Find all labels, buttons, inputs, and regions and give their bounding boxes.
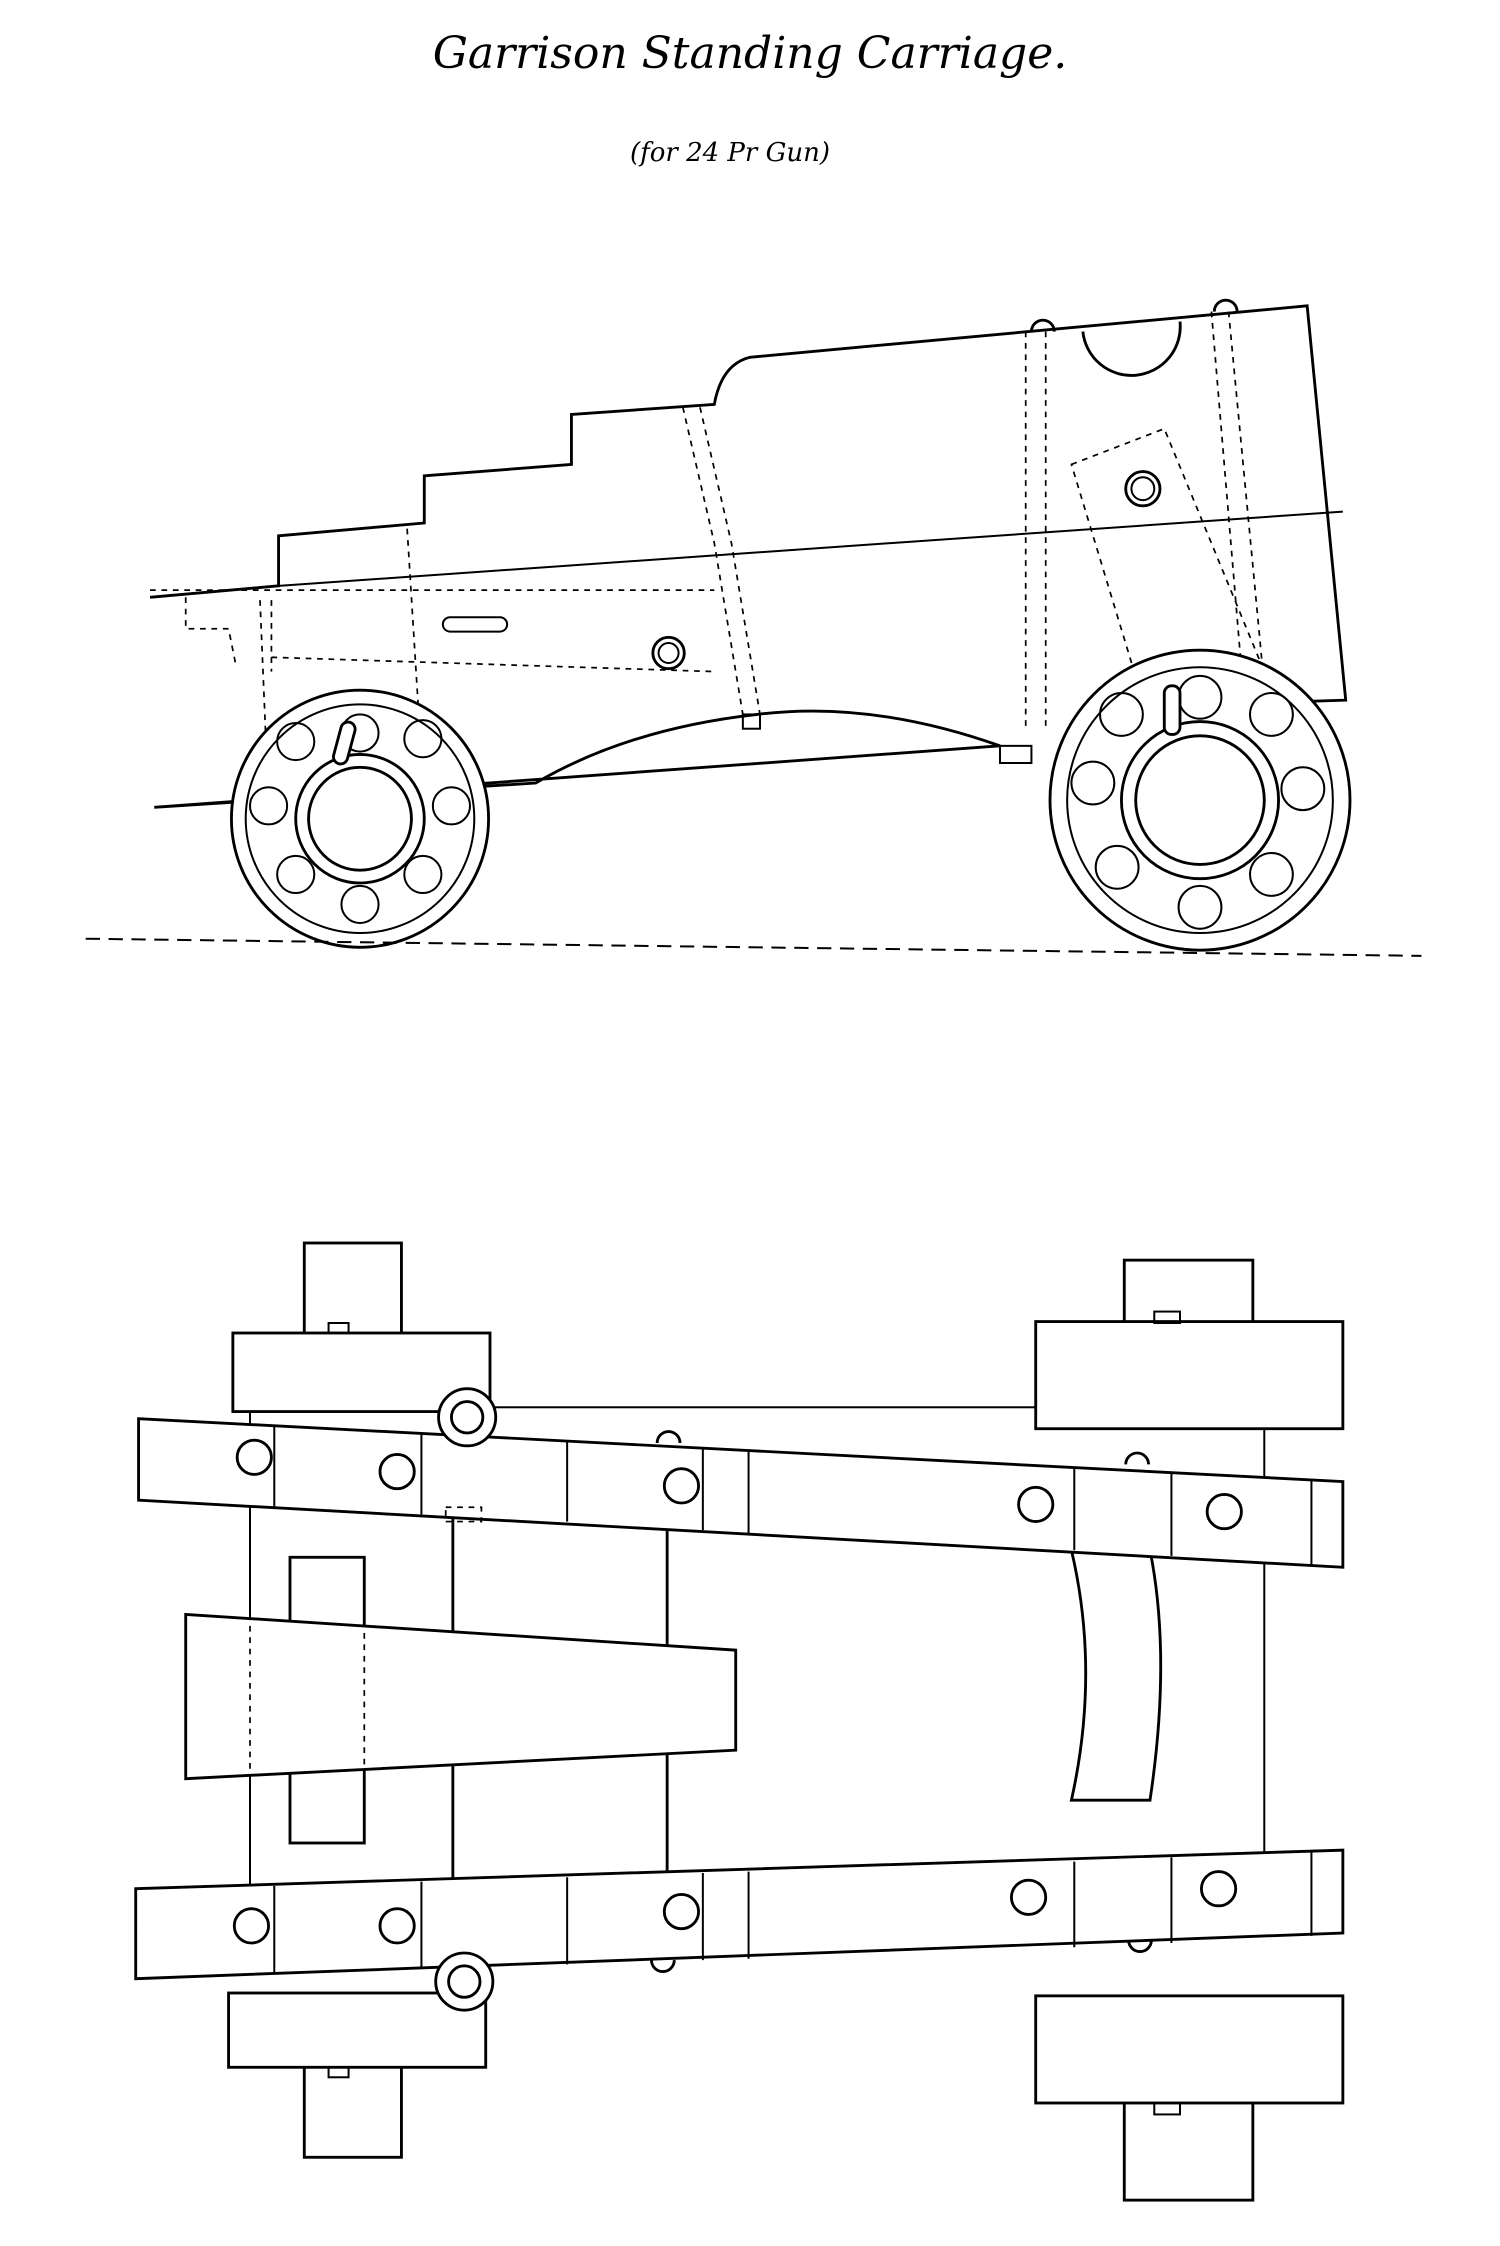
axle-end xyxy=(302,2063,403,2159)
drawing-subtitle: (for 24 Pr Gun) xyxy=(629,138,831,168)
eye-bolt xyxy=(434,1387,498,2012)
drawing-title: Garrison Standing Carriage. xyxy=(432,28,1068,79)
transom xyxy=(184,1612,738,1781)
rear-wheel-block xyxy=(1034,1994,1345,2105)
body-seam xyxy=(278,510,1343,587)
rear-truck-wheel xyxy=(1048,648,1352,952)
axle-end xyxy=(1122,1258,1255,1326)
upper-cheek xyxy=(137,1417,1345,1569)
cheek-bolts xyxy=(232,1438,1243,1945)
front-wheel-block xyxy=(227,1991,488,2069)
lower-cheek xyxy=(134,1848,1345,1981)
front-truck-wheel xyxy=(230,688,490,949)
bolt-head xyxy=(651,635,686,671)
trunnion-notch xyxy=(1081,321,1182,377)
slot xyxy=(441,616,509,633)
bed-piece xyxy=(1069,1548,1163,1802)
axle-end xyxy=(1122,2098,1255,2202)
plan-view xyxy=(134,1241,1345,2202)
ground-line xyxy=(85,937,1422,957)
bolt-head xyxy=(1124,470,1162,508)
rear-wheel-block xyxy=(1034,1320,1345,1431)
axle-end xyxy=(302,1241,403,1338)
side-elevation xyxy=(85,298,1422,957)
